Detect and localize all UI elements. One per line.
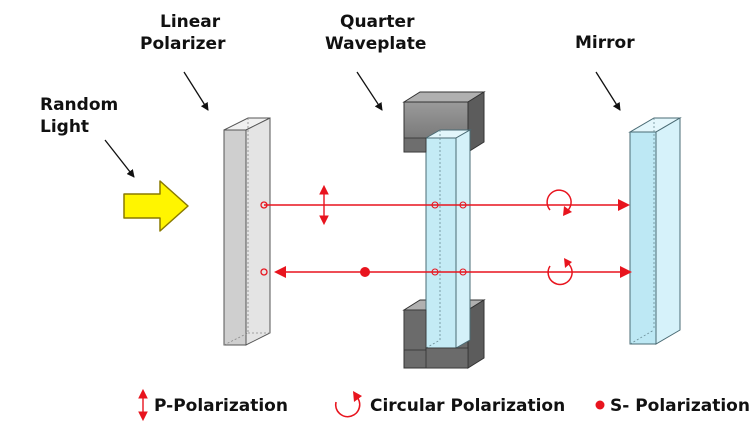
quarter-waveplate-label: Quarter Waveplate <box>325 12 426 54</box>
s-polarization-icon <box>595 400 605 410</box>
quarter-waveplate <box>402 91 486 369</box>
legend-s-polarization: S- Polarization <box>610 396 750 416</box>
svg-text:Linear: Linear <box>160 12 221 32</box>
random-light-label: Random Light <box>40 95 118 137</box>
p-polarization-marker <box>319 184 329 226</box>
mirror-pointer <box>595 71 621 111</box>
quarter-waveplate-pointer <box>356 71 383 111</box>
input-arrow-icon <box>123 180 189 232</box>
svg-text:Waveplate: Waveplate <box>325 34 426 54</box>
mirror <box>628 117 682 345</box>
p-polarization-icon <box>138 388 148 422</box>
linear-polarizer-pointer <box>183 71 209 111</box>
mirror-label: Mirror <box>575 33 635 53</box>
circular-marker-forward <box>546 189 572 216</box>
linear-polarizer <box>223 117 271 346</box>
circular-marker-return <box>547 258 573 286</box>
svg-text:Quarter: Quarter <box>340 12 415 32</box>
legend-p-polarization: P-Polarization <box>154 396 288 416</box>
svg-text:Polarizer: Polarizer <box>140 34 226 54</box>
circular-polarization-icon <box>334 391 362 418</box>
linear-polarizer-label: Linear Polarizer <box>140 12 226 54</box>
svg-text:Random: Random <box>40 95 118 115</box>
random-light-pointer <box>104 139 135 178</box>
legend-circular-polarization: Circular Polarization <box>370 396 565 416</box>
legend: P-Polarization Circular Polarization S- … <box>138 388 750 422</box>
svg-text:Light: Light <box>40 117 89 137</box>
